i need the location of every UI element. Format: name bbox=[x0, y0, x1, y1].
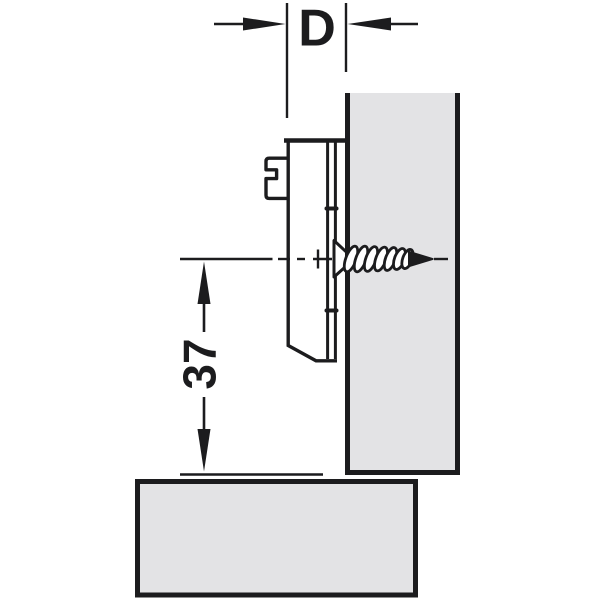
mounting-plate-front-clip bbox=[264, 156, 289, 201]
bottom-panel bbox=[135, 479, 418, 598]
side-panel-fill bbox=[345, 93, 460, 475]
bottom-panel-border bbox=[135, 479, 418, 598]
dimension-d-label: D bbox=[298, 0, 336, 58]
dimension-d-arrowhead-left bbox=[243, 17, 286, 31]
side-panel-border bbox=[345, 93, 460, 475]
bottom-panel-fill bbox=[135, 479, 418, 597]
dimension-37-label: 37 bbox=[174, 338, 226, 389]
dimension-d: D bbox=[214, 0, 418, 118]
dimension-37: 37 bbox=[174, 261, 323, 476]
dimension-d-arrowhead-right bbox=[347, 17, 391, 31]
screw bbox=[332, 239, 434, 279]
dimension-37-arrowhead-bottom bbox=[197, 429, 211, 472]
screw-tip bbox=[408, 250, 434, 268]
mounting-plate-front-edge bbox=[286, 140, 337, 363]
screw-threads bbox=[342, 244, 415, 274]
side-panel bbox=[345, 93, 460, 475]
dimension-37-arrowhead-top bbox=[197, 261, 211, 304]
